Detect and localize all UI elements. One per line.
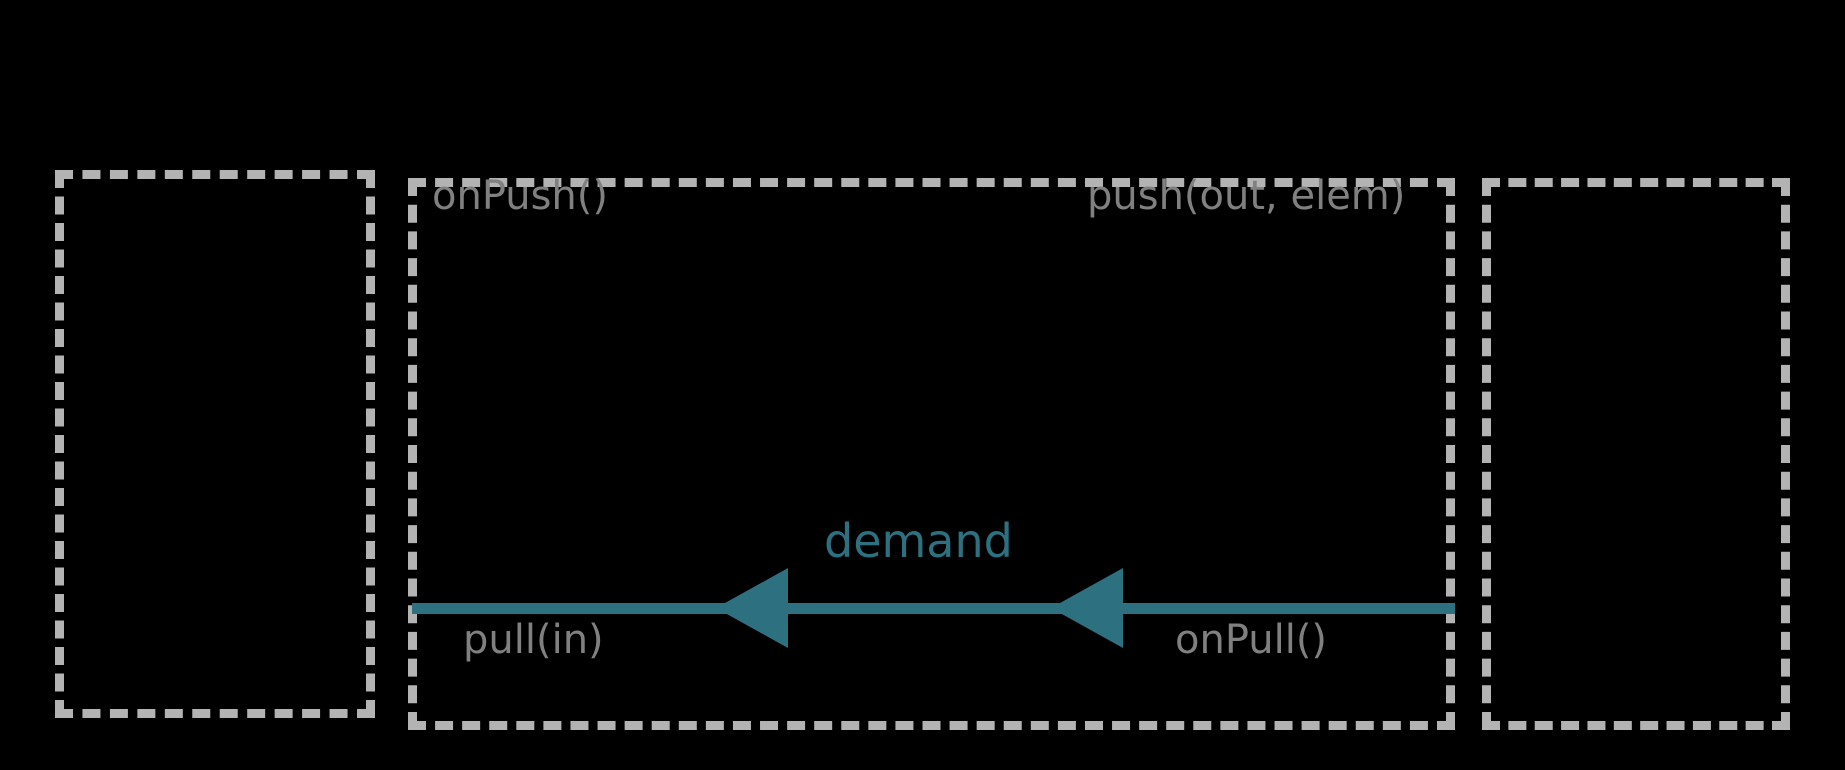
label-on-push: onPush() — [432, 173, 608, 219]
downstream-boundary-box — [1482, 178, 1790, 730]
label-demand: demand — [824, 514, 1013, 568]
stage-boundary-box — [408, 178, 1455, 730]
label-push-out-elem: push(out, elem) — [1087, 173, 1406, 219]
label-on-pull: onPull() — [1175, 617, 1328, 663]
upstream-boundary-box — [55, 170, 375, 718]
label-pull-in: pull(in) — [463, 617, 604, 663]
